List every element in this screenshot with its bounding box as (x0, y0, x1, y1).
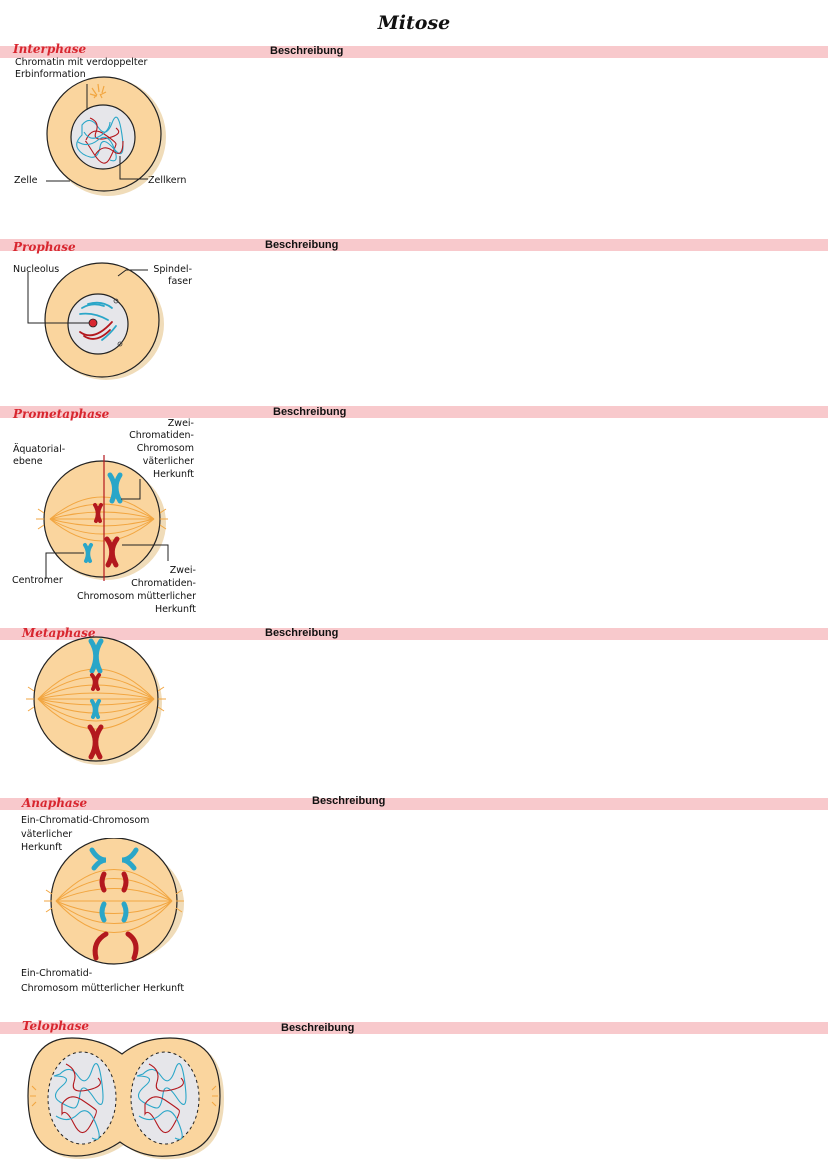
label-paternal-5: Herkunft (152, 469, 194, 480)
label-cell: Zelle (14, 175, 38, 186)
label-paternal-1: Zwei- (167, 418, 194, 429)
label-paternal-3: Chromosom (136, 443, 194, 454)
label-nucleolus: Nucleolus (13, 264, 60, 275)
page-title: Mitose (377, 12, 451, 34)
section-band-telophase (0, 1022, 828, 1034)
description-header-prophase: Beschreibung (265, 239, 339, 251)
description-header-anaphase: Beschreibung (312, 795, 386, 807)
phase-title-metaphase: Metaphase (22, 626, 96, 640)
label-spindle-1: Spindel- (153, 264, 192, 275)
label-nucleus: Zellkern (148, 175, 187, 186)
label-chromatin-2: Erbinformation (15, 69, 86, 80)
description-header-metaphase: Beschreibung (265, 627, 339, 639)
description-header-interphase: Beschreibung (270, 45, 344, 57)
label-maternal-2: Chromatiden- (131, 578, 196, 589)
label-anaphase-paternal-2: väterlicher (21, 829, 73, 840)
label-chromatin: Chromatin mit verdoppelter (15, 57, 148, 68)
phase-title-prophase: Prophase (13, 240, 76, 254)
label-anaphase-maternal-2: Chromosom mütterlicher Herkunft (21, 983, 185, 994)
anaphase-cell-diagram (44, 838, 184, 965)
label-equatorial-plane-1: Äquatorial- (13, 444, 66, 455)
prometaphase-cell-diagram (36, 455, 169, 581)
phase-title-anaphase: Anaphase (22, 796, 88, 810)
prophase-cell-diagram (27, 262, 164, 380)
phase-title-prometaphase: Prometaphase (13, 407, 110, 421)
label-anaphase-paternal-1: Ein-Chromatid-Chromosom (21, 815, 150, 826)
interphase-cell-diagram (46, 76, 166, 196)
section-band-metaphase (0, 628, 828, 640)
telophase-cell-diagram (27, 1037, 224, 1160)
section-band-anaphase (0, 798, 828, 810)
label-maternal-1: Zwei- (169, 565, 196, 576)
description-header-prometaphase: Beschreibung (273, 406, 347, 418)
label-paternal-4: väterlicher (142, 456, 194, 467)
label-maternal-4: Herkunft (154, 604, 196, 615)
phase-title-interphase: Interphase (13, 42, 87, 56)
label-centromere: Centromer (12, 575, 63, 586)
label-paternal-2: Chromatiden- (129, 430, 194, 441)
label-maternal-3: Chromosom mütterlicher (76, 591, 196, 602)
label-anaphase-maternal-1: Ein-Chromatid- (21, 968, 93, 979)
label-spindle-2: faser (168, 276, 192, 287)
label-equatorial-plane-2: ebene (13, 456, 43, 467)
metaphase-cell-diagram (26, 636, 166, 765)
section-band-interphase (0, 46, 828, 58)
section-band-prometaphase (0, 406, 828, 418)
label-anaphase-paternal-3: Herkunft (21, 842, 63, 853)
section-band-prophase (0, 239, 828, 251)
description-header-telophase: Beschreibung (281, 1022, 355, 1034)
phase-title-telophase: Telophase (22, 1019, 90, 1033)
